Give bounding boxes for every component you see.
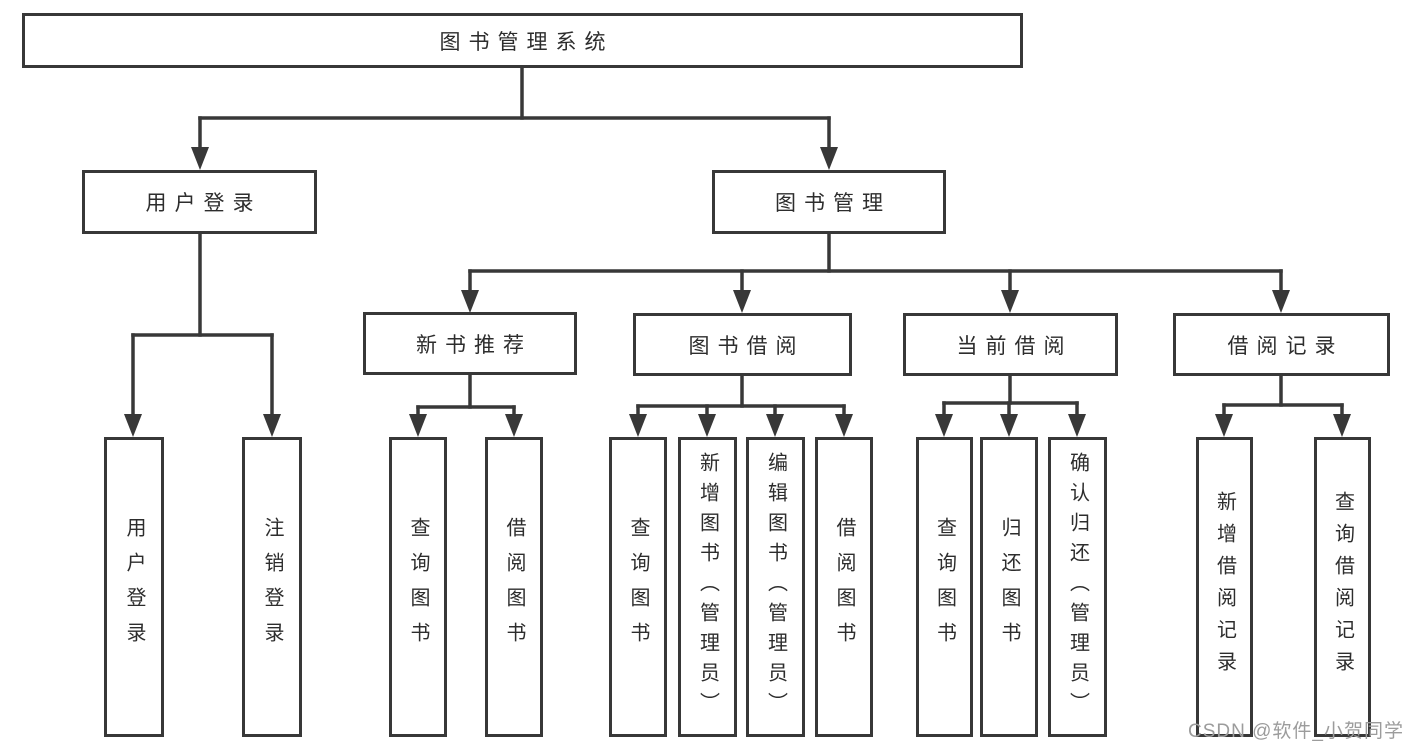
- node-root-label: 图书管理系统: [439, 30, 614, 54]
- node-borrowing-records: 借阅记录: [1173, 313, 1390, 376]
- leaf-query-books-2-label: 查询图书: [627, 517, 649, 657]
- leaf-user-login: 用户登录: [104, 437, 164, 737]
- node-current-borrowing: 当前借阅: [903, 313, 1118, 376]
- leaf-logout-label: 注销登录: [261, 517, 283, 657]
- node-book-management-label: 图书管理: [775, 192, 891, 215]
- leaf-add-borrow-record-label: 新增借阅记录: [1213, 491, 1236, 683]
- leaf-query-borrow-record: 查询借阅记录: [1314, 437, 1371, 737]
- leaf-user-login-label: 用户登录: [123, 517, 145, 657]
- watermark-text: CSDN @软件_小贺同学: [1188, 721, 1404, 742]
- leaf-logout: 注销登录: [242, 437, 302, 737]
- leaf-confirm-return-admin: 确认归还（管理员）: [1048, 437, 1107, 737]
- leaf-add-borrow-record: 新增借阅记录: [1196, 437, 1253, 737]
- leaf-confirm-return-admin-label: 确认归还（管理员）: [1066, 452, 1089, 722]
- leaf-query-books-2: 查询图书: [609, 437, 667, 737]
- node-new-book-recommend: 新书推荐: [363, 312, 577, 375]
- node-book-management: 图书管理: [712, 170, 946, 234]
- leaf-edit-book-admin-label: 编辑图书（管理员）: [764, 452, 787, 722]
- leaf-add-book-admin-label: 新增图书（管理员）: [696, 452, 719, 722]
- leaf-borrow-books-label: 借阅图书: [503, 517, 525, 657]
- leaf-return-books: 归还图书: [980, 437, 1038, 737]
- leaf-return-books-label: 归还图书: [998, 517, 1020, 657]
- leaf-borrow-books-2: 借阅图书: [815, 437, 873, 737]
- leaf-query-books-3: 查询图书: [916, 437, 973, 737]
- node-borrowing-records-label: 借阅记录: [1227, 334, 1344, 358]
- node-book-borrowing-label: 图书借阅: [688, 334, 805, 358]
- leaf-query-borrow-record-label: 查询借阅记录: [1331, 491, 1354, 683]
- leaf-edit-book-admin: 编辑图书（管理员）: [746, 437, 805, 737]
- node-new-book-recommend-label: 新书推荐: [416, 333, 532, 357]
- leaf-add-book-admin: 新增图书（管理员）: [678, 437, 737, 737]
- node-user-login: 用户登录: [82, 170, 317, 234]
- node-current-borrowing-label: 当前借阅: [956, 334, 1073, 358]
- node-book-borrowing: 图书借阅: [633, 313, 852, 376]
- leaf-query-books: 查询图书: [389, 437, 447, 737]
- leaf-borrow-books-2-label: 借阅图书: [833, 517, 855, 657]
- leaf-query-books-label: 查询图书: [407, 517, 429, 657]
- leaf-borrow-books: 借阅图书: [485, 437, 543, 737]
- node-user-login-label: 用户登录: [145, 192, 262, 215]
- leaf-query-books-3-label: 查询图书: [933, 517, 956, 657]
- node-root: 图书管理系统: [22, 13, 1023, 68]
